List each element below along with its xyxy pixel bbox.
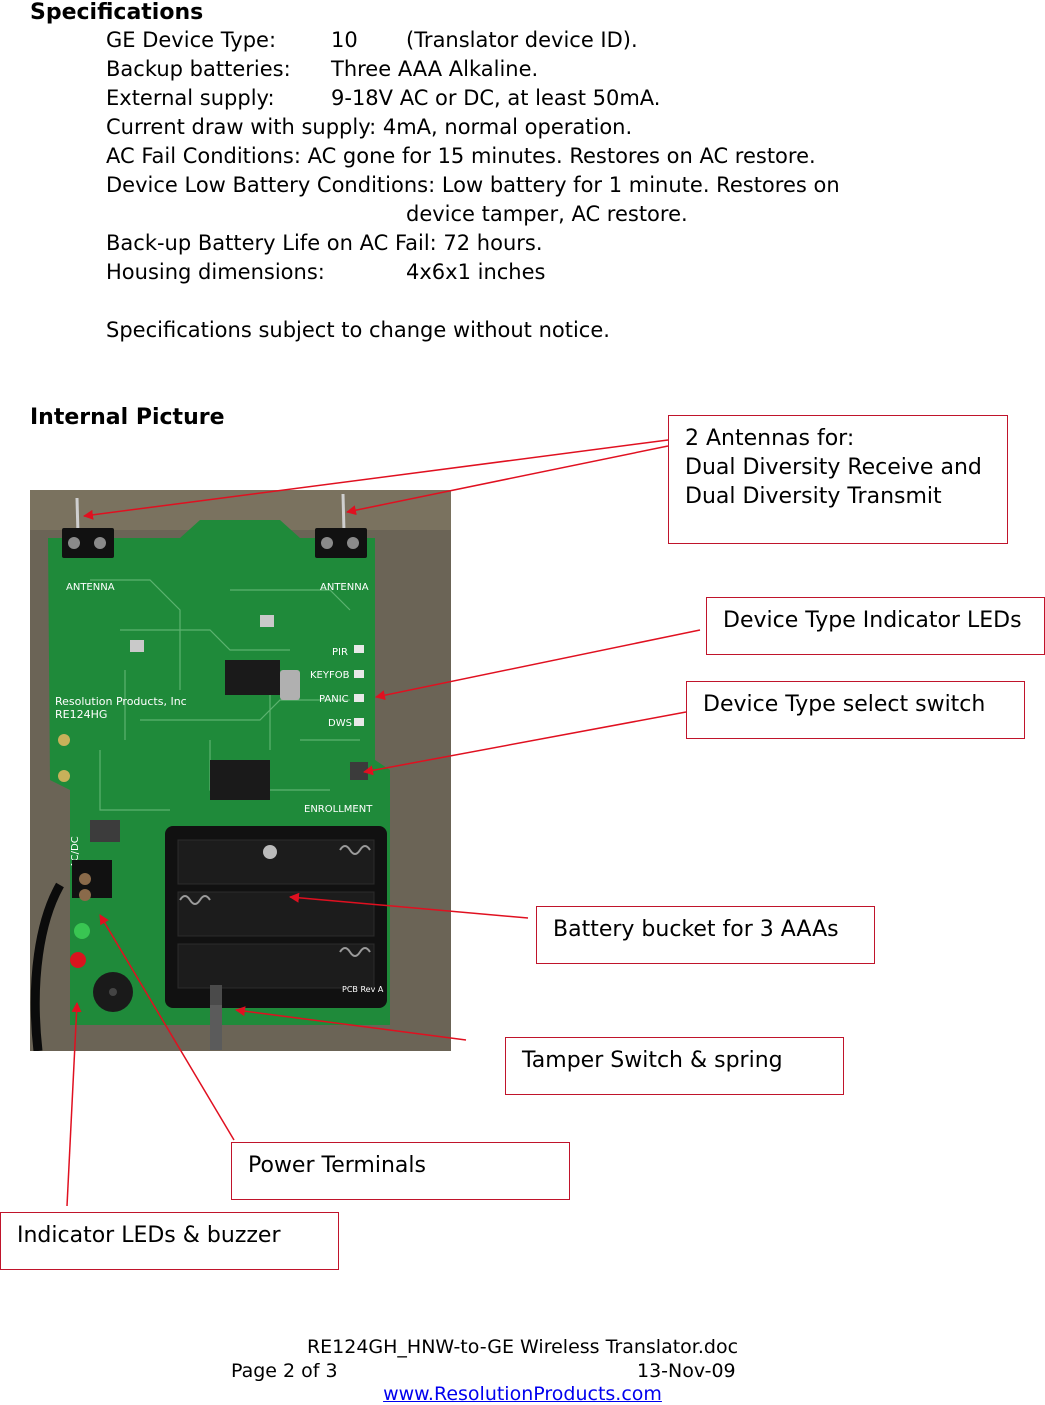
pcb-enrollment: ENROLLMENT xyxy=(304,804,373,815)
green-led xyxy=(74,923,90,939)
led-dws xyxy=(354,718,364,726)
pcb-rev: PCB Rev A xyxy=(342,985,384,994)
chip-2 xyxy=(210,760,270,800)
spec-ac-fail: AC Fail Conditions: AC gone for 15 minut… xyxy=(106,144,816,168)
led-panic xyxy=(354,694,364,702)
spec-value-external-supply: 9-18V AC or DC, at least 50mA. xyxy=(331,86,661,110)
select-switch xyxy=(350,762,368,780)
spec-value-backup-batteries: Three AAA Alkaline. xyxy=(331,57,539,81)
spec-note-device-type: (Translator device ID). xyxy=(406,28,638,52)
pcb-label-keyfob: KEYFOB xyxy=(310,670,350,681)
antenna-terminal-right xyxy=(315,528,367,558)
led-keyfob xyxy=(354,670,364,678)
antenna-terminal-left xyxy=(62,528,114,558)
callout-antennas: 2 Antennas for: Dual Diversity Receive a… xyxy=(668,415,1008,544)
power-wire xyxy=(30,882,64,1051)
callout-select-switch: Device Type select switch xyxy=(686,681,1025,739)
callout-tamper-switch-text: Tamper Switch & spring xyxy=(522,1048,783,1073)
spec-low-battery: Device Low Battery Conditions: Low batte… xyxy=(106,173,840,197)
footer-url-wrap: www.ResolutionProducts.com xyxy=(0,1383,1045,1405)
footer-page: Page 2 of 3 xyxy=(231,1360,338,1382)
callout-leds-buzzer-text: Indicator LEDs & buzzer xyxy=(17,1223,281,1248)
callout-antennas-line-1: 2 Antennas for: xyxy=(685,426,855,451)
spec-current-draw: Current draw with supply: 4mA, normal op… xyxy=(106,115,633,139)
crystal xyxy=(280,670,300,700)
pcb-model: RE124HG xyxy=(55,708,107,721)
pcb-label-dws: DWS xyxy=(328,718,352,729)
callout-tamper-switch: Tamper Switch & spring xyxy=(505,1037,844,1095)
callout-power-terminals-text: Power Terminals xyxy=(248,1153,426,1178)
callout-battery-bucket: Battery bucket for 3 AAAs xyxy=(536,906,875,964)
red-led xyxy=(70,952,86,968)
pcb-antenna-left-label: ANTENNA xyxy=(66,582,115,593)
callout-power-terminals: Power Terminals xyxy=(231,1142,570,1200)
tamper-switch xyxy=(210,985,222,1005)
footer-url-link[interactable]: www.ResolutionProducts.com xyxy=(383,1383,662,1405)
footer-filename: RE124GH_HNW-to-GE Wireless Translator.do… xyxy=(306,1336,739,1358)
spec-label-housing: Housing dimensions: xyxy=(106,260,325,284)
pcb-photo: ANTENNA ANTENNA PIR KEYFOB PANIC DWS Res… xyxy=(30,490,451,1051)
pcb-label-pir: PIR xyxy=(332,647,348,658)
power-terminal-block xyxy=(72,860,112,898)
spec-label-device-type: GE Device Type: xyxy=(106,28,277,52)
spec-low-battery-cont: device tamper, AC restore. xyxy=(406,202,688,226)
callout-antennas-line-3: Dual Diversity Transmit xyxy=(685,484,942,509)
pcb-antenna-right-label: ANTENNA xyxy=(320,582,369,593)
internal-picture-heading: Internal Picture xyxy=(30,405,225,430)
callout-battery-bucket-text: Battery bucket for 3 AAAs xyxy=(553,917,839,942)
spec-value-device-type: 10 xyxy=(331,28,358,52)
callout-leds-buzzer: Indicator LEDs & buzzer xyxy=(0,1212,339,1270)
chip xyxy=(225,660,280,695)
pcb-brand: Resolution Products, Inc xyxy=(55,695,187,708)
callout-indicator-leds: Device Type Indicator LEDs xyxy=(706,597,1045,655)
spec-value-housing: 4x6x1 inches xyxy=(406,260,546,284)
callout-indicator-leds-text: Device Type Indicator LEDs xyxy=(723,608,1022,633)
tamper-spring xyxy=(210,1005,222,1050)
footer-date: 13-Nov-09 xyxy=(637,1360,736,1382)
spec-label-backup-batteries: Backup batteries: xyxy=(106,57,291,81)
spec-battery-life: Back-up Battery Life on AC Fail: 72 hour… xyxy=(106,231,543,255)
callout-antennas-line-2: Dual Diversity Receive and xyxy=(685,455,982,480)
spec-label-external-supply: External supply: xyxy=(106,86,275,110)
spec-notice: Specifications subject to change without… xyxy=(106,318,610,342)
pcb-acdc: AC/DC xyxy=(70,836,81,868)
specifications-heading: Specifications xyxy=(30,0,204,25)
callout-select-switch-text: Device Type select switch xyxy=(703,692,986,717)
led-pir xyxy=(354,645,364,653)
pcb-label-panic: PANIC xyxy=(319,694,349,705)
